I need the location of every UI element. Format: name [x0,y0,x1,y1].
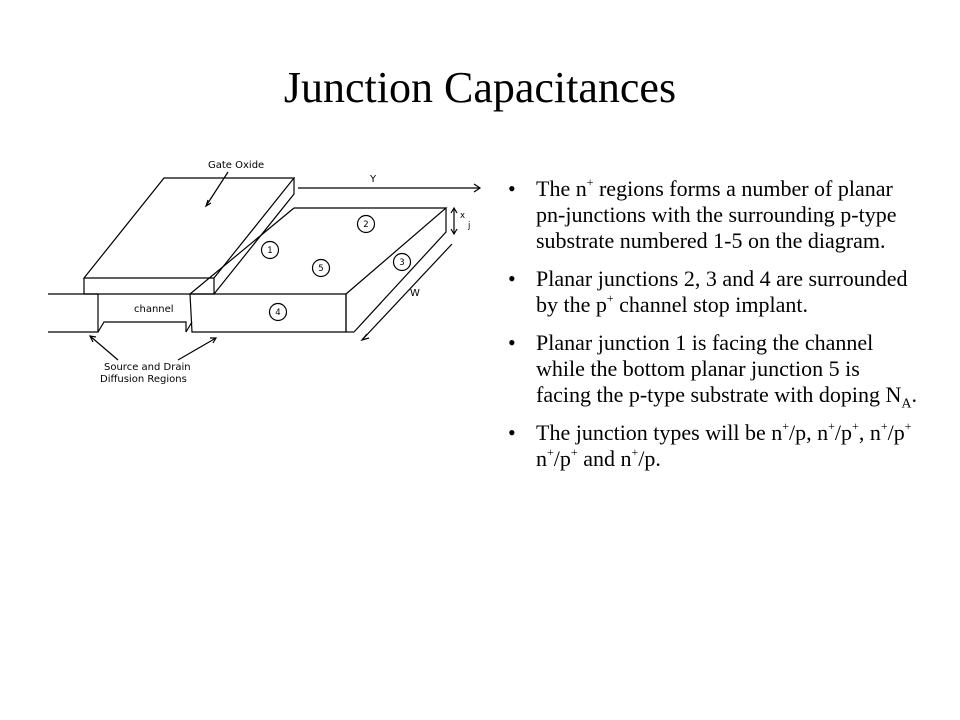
bullet-text: Planar junctions 2, 3 and 4 are surround… [536,266,908,317]
mosfet-junction-diagram: Gate Oxide Y W x j channel Source and Dr… [40,148,490,408]
bullet-item: • The n+ regions forms a number of plana… [500,176,920,254]
bullet-item: • Planar junction 1 is facing the channe… [500,330,920,412]
gate-oxide-pointer-head [204,199,212,208]
bullet-text: Planar junction 1 is facing the channel … [536,330,917,412]
junction-number-4: 4 [275,308,280,318]
source-drain-label-line1: Source and Drain [104,362,191,373]
w-arrow-head [360,333,370,342]
xj-arrow-top [450,206,458,214]
junction-circle-3 [392,252,412,272]
bullet-dot: • [508,266,516,291]
diagram-svg: Gate Oxide Y W x j channel Source and Dr… [48,160,482,385]
bullet-item: • Planar junctions 2, 3 and 4 are surrou… [500,266,920,318]
drain-pointer-head [210,337,218,344]
channel-label: channel [134,304,174,315]
y-arrow-head [473,183,482,193]
bullet-dot: • [508,330,516,355]
junction-circle-1 [260,240,280,260]
junction-number-2: 2 [363,220,368,230]
slide-title: Junction Capacitances [283,63,677,112]
gate-oxide-side [213,178,295,295]
channel-divider [185,321,193,333]
bullet-item: • The junction types will be n+/p, n+/p+… [500,420,920,472]
gate-oxide-front [83,278,215,295]
bullet-dot: • [508,420,516,445]
w-label: W [410,288,420,299]
bullet-text: The n+ regions forms a number of planar … [536,174,897,253]
xj-arrow-bottom [450,228,458,236]
left-substrate-outline [48,293,99,333]
junction-number-1: 1 [267,246,272,256]
gate-oxide-label: Gate Oxide [208,160,264,171]
source-drain-label-line2: Diffusion Regions [100,374,187,385]
drain-pointer [177,337,217,361]
junction-circle-4 [268,302,288,322]
xj-label-x: x [460,211,465,221]
junction-number-3: 3 [399,258,404,268]
w-dimension-line [361,243,453,341]
diffusion-top-left-edge [189,207,295,295]
source-pointer-head [88,335,97,343]
junction-number-5: 5 [318,264,323,274]
xj-label-j: j [467,221,470,231]
gate-oxide-top [82,177,296,279]
channel-outline [97,321,187,333]
bullet-text: The junction types will be n+/p, n+/p+, … [536,418,912,471]
junction-circle-2 [356,214,376,234]
bullet-dot: • [508,176,516,201]
source-pointer [89,335,119,361]
diffusion-right-depth [353,208,447,333]
bullet-list: • The n+ regions forms a number of plana… [500,176,920,484]
gate-oxide-pointer [205,171,229,207]
diffusion-top-back-edge [294,207,448,295]
y-label: Y [369,174,377,185]
diffusion-front-face [189,293,347,333]
junction-circle-5 [311,258,331,278]
